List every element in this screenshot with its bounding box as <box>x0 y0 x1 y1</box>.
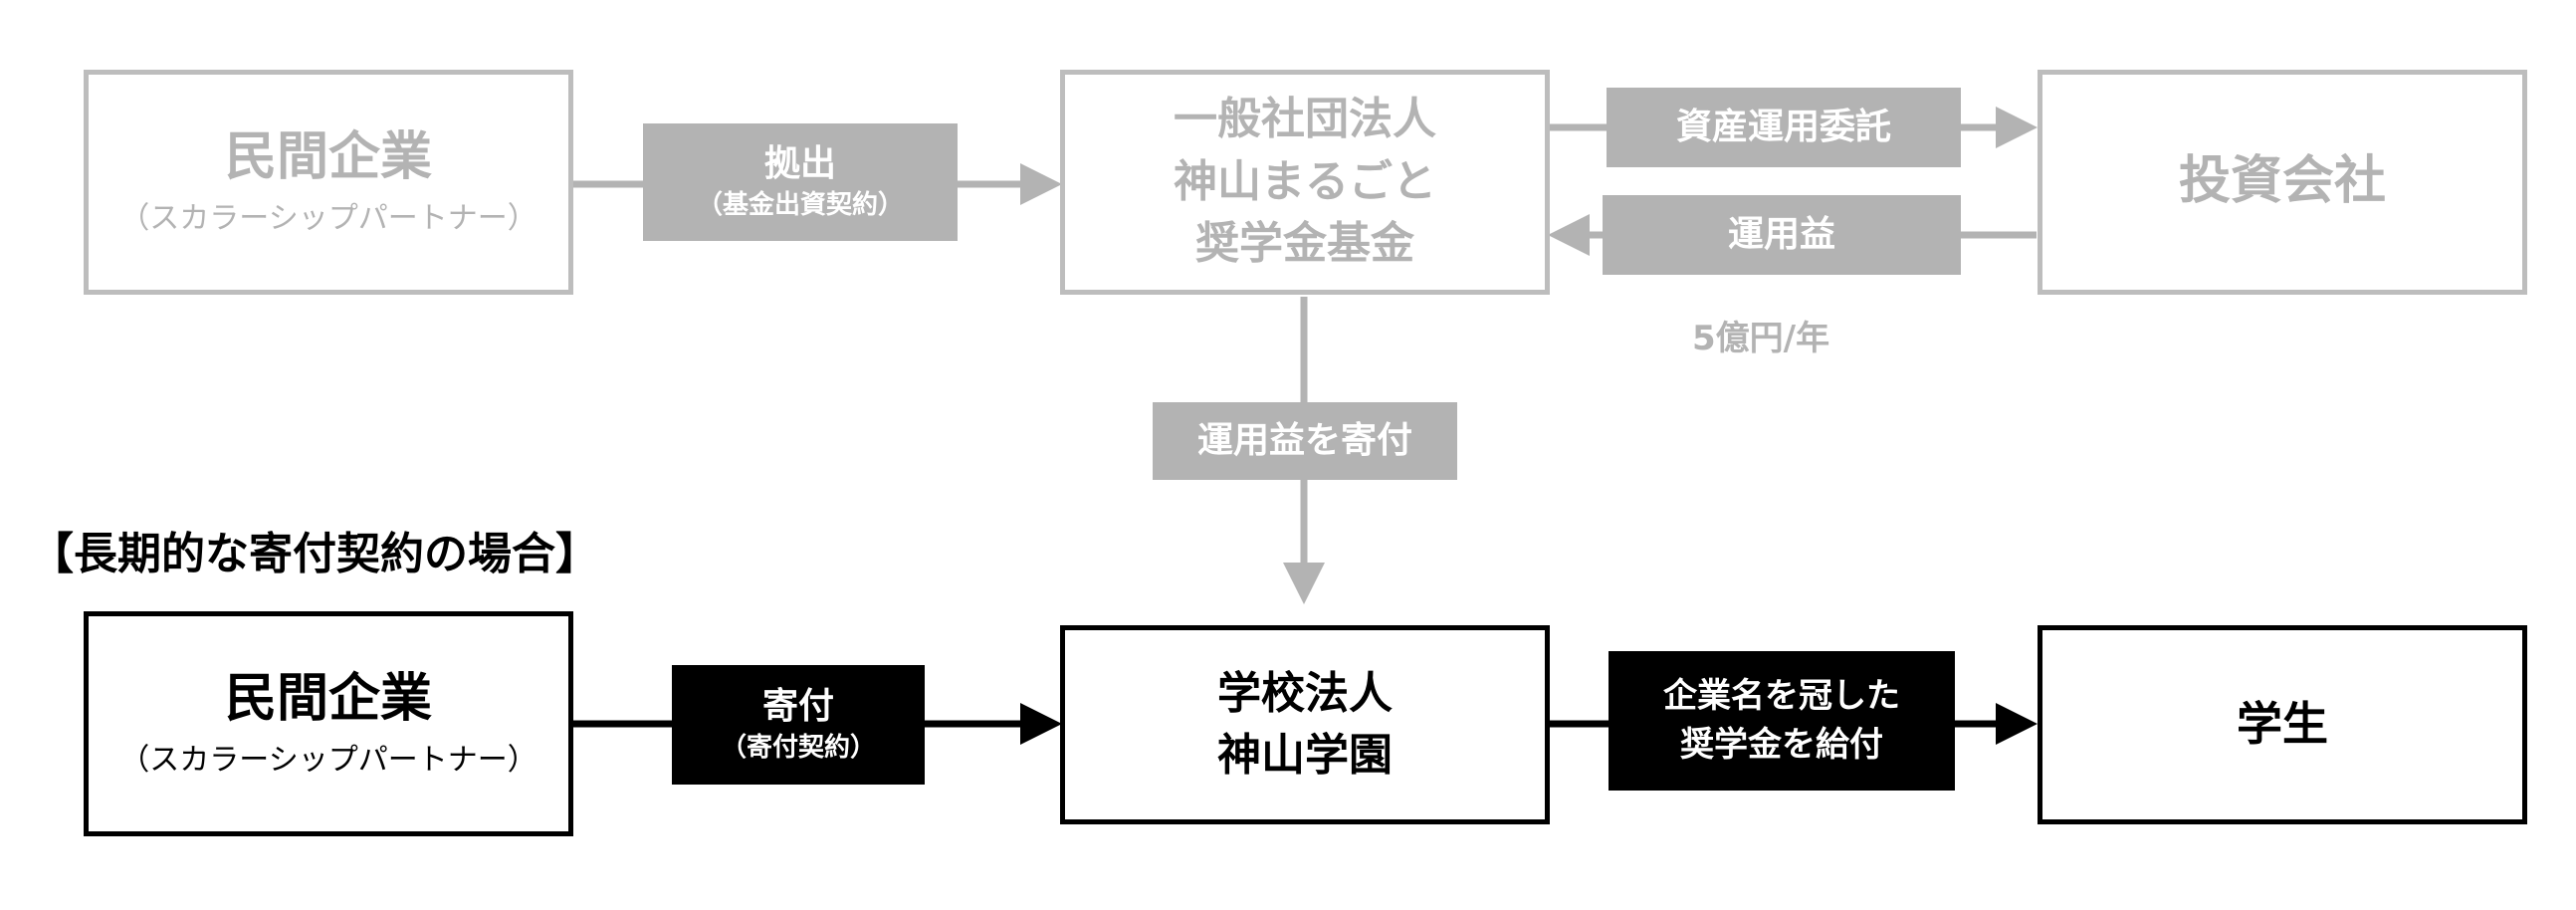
node-title: 投資会社 <box>2178 151 2386 212</box>
node-private-company-top: 民間企業 （スカラーシップパートナー） <box>84 70 573 295</box>
label-sub: （寄付契約） <box>720 732 876 763</box>
node-subtitle: （スカラーシップパートナー） <box>119 742 537 778</box>
annual-amount-text: 5億円/年 <box>1692 319 1830 358</box>
label-donate-returns: 運用益を寄付 <box>1153 402 1457 480</box>
node-line-1: 学校法人 <box>1217 667 1393 719</box>
label-main: 資産運用委託 <box>1675 107 1891 148</box>
node-subtitle: （スカラーシップパートナー） <box>119 200 537 236</box>
node-line-2: 神山学園 <box>1217 730 1393 781</box>
label-contribution: 拠出 （基金出資契約） <box>643 123 958 241</box>
label-investment-returns: 運用益 <box>1603 195 1961 275</box>
node-title: 学生 <box>2237 697 2328 752</box>
node-title: 民間企業 <box>224 127 432 188</box>
label-main: 運用益 <box>1727 214 1835 256</box>
node-private-company-bottom: 民間企業 （スカラーシップパートナー） <box>84 611 573 836</box>
label-main: 拠出 <box>763 142 836 184</box>
section-heading: 【長期的な寄付契約の場合】 <box>30 529 599 579</box>
label-donation: 寄付 （寄付契約） <box>672 665 925 785</box>
label-asset-management: 資産運用委託 <box>1607 88 1961 167</box>
node-line-3: 奨学金基金 <box>1195 218 1414 270</box>
label-scholarship-grant: 企業名を冠した 奨学金を給付 <box>1609 651 1955 791</box>
node-scholarship-fund: 一般社団法人 神山まるごと 奨学金基金 <box>1060 70 1550 295</box>
label-main: 運用益を寄付 <box>1196 420 1412 462</box>
node-students: 学生 <box>2038 625 2527 824</box>
node-title: 民間企業 <box>224 669 432 730</box>
node-line-2: 神山まるごと <box>1174 155 1436 207</box>
label-line-2: 奨学金を給付 <box>1680 725 1883 765</box>
label-sub: （基金出資契約） <box>696 189 904 220</box>
label-main: 寄付 <box>761 685 834 727</box>
node-line-1: 一般社団法人 <box>1174 94 1436 145</box>
node-school-corporation: 学校法人 神山学園 <box>1060 625 1550 824</box>
label-line-1: 企業名を冠した <box>1663 675 1900 716</box>
node-investment-company: 投資会社 <box>2038 70 2527 295</box>
